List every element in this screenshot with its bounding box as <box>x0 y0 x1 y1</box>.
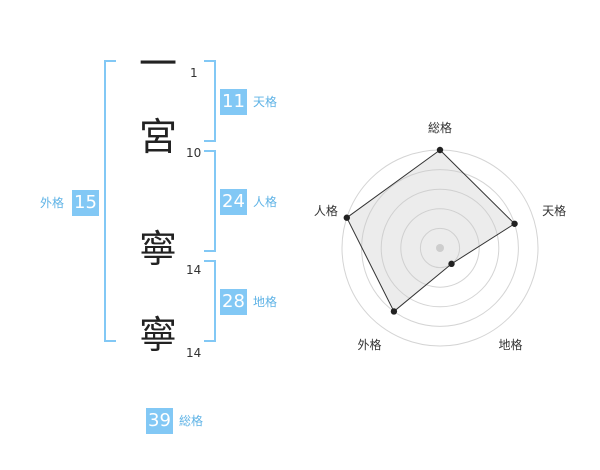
tenkaku-badge: 11 <box>220 89 247 115</box>
radar-series <box>343 146 518 315</box>
radar-axis-label-3: 外格 <box>357 337 381 352</box>
gaikaku-bracket <box>104 60 116 342</box>
char-3: 寧 <box>138 227 177 271</box>
chikaku-badge: 28 <box>220 289 247 315</box>
radar-point-0 <box>436 146 444 154</box>
jinkaku-badge: 24 <box>220 189 247 215</box>
radar-point-3 <box>390 308 398 315</box>
radar-ring-2 <box>400 208 480 288</box>
radar-axis-label-2: 地格 <box>499 337 523 352</box>
tenkaku-bracket <box>204 60 216 142</box>
radar-ring-3 <box>380 188 500 308</box>
char-1: 一 <box>138 42 177 86</box>
stroke-count-1: 1 <box>190 66 198 80</box>
radar-axis-label-4: 人格 <box>314 203 338 218</box>
radar-ring-1 <box>419 227 461 269</box>
char-4: 寧 <box>138 313 177 357</box>
gaikaku-badge: 15 <box>72 190 99 216</box>
soukaku-label: 総格 <box>179 414 204 428</box>
radar-point-2 <box>448 260 455 268</box>
radar-axis-label-0: 総格 <box>428 120 452 135</box>
radar-point-1 <box>511 220 518 227</box>
radar-point-4 <box>343 214 350 221</box>
radar-polygon <box>346 149 516 313</box>
jinkaku-label: 人格 <box>253 195 278 209</box>
stroke-count-2: 10 <box>186 146 202 160</box>
chikaku-bracket <box>204 260 216 342</box>
jinkaku-bracket <box>204 150 216 252</box>
tenkaku-label: 天格 <box>253 95 278 109</box>
stroke-count-3: 14 <box>186 263 202 277</box>
chikaku-label: 地格 <box>253 295 278 309</box>
radar-center-dot <box>436 244 444 252</box>
char-2: 宮 <box>138 115 177 159</box>
stroke-count-4: 14 <box>186 346 202 360</box>
gaikaku-label: 外格 <box>40 196 65 210</box>
radar-axis-label-1: 天格 <box>542 203 566 218</box>
soukaku-badge: 39 <box>146 408 173 434</box>
